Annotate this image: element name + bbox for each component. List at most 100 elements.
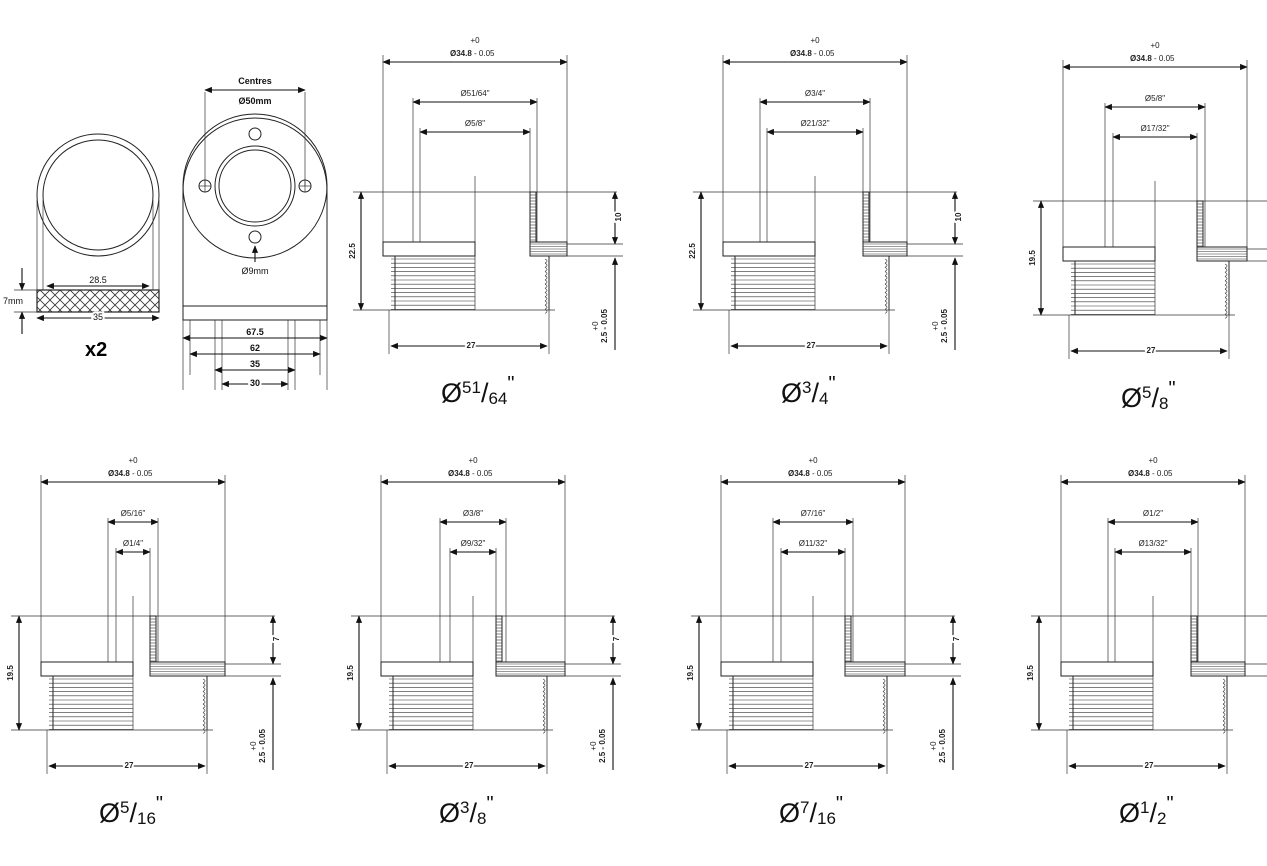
- washer-drawing: 28.5 35 7mm x2: [3, 133, 160, 361]
- size-caption: Ø5/16": [99, 793, 163, 828]
- bore-outer-dimension: Ø51/64": [460, 89, 489, 98]
- thread-tolerance: 2.5 - 0.05: [258, 729, 267, 763]
- od-dimension: Ø34.8 - 0.05: [790, 49, 835, 58]
- collar-right-section: [495, 615, 566, 677]
- bore-inner-dimension: Ø21/32": [800, 119, 829, 128]
- washer-outer-ring: [36, 133, 160, 257]
- thread-length-dimension: 27: [1145, 761, 1154, 770]
- thread-tolerance-top: +0: [589, 741, 598, 751]
- thread-section: [729, 676, 888, 734]
- height-dimension: 19.5: [686, 665, 695, 681]
- bracket-drawing: Centres Ø50mm Ø9mm 67.5 62 35 30: [182, 76, 328, 390]
- bore-outer-dimension: Ø1/2": [1143, 509, 1163, 518]
- collar-dimension: 7: [272, 636, 281, 641]
- bore-inner-dimension: Ø5/8": [465, 119, 485, 128]
- od-tolerance-top: +0: [810, 36, 820, 45]
- od-tolerance-top: +0: [808, 456, 818, 465]
- thread-section: [49, 676, 208, 734]
- collar-right-section: [844, 615, 906, 677]
- thread-length-dimension: 27: [807, 341, 816, 350]
- bore-outer-dimension: Ø5/8": [1145, 94, 1165, 103]
- bracket-dim-35: 35: [250, 359, 260, 369]
- height-dimension: 19.5: [1028, 250, 1037, 266]
- height-dimension: 19.5: [6, 665, 15, 681]
- bore-inner-dimension: Ø1/4": [123, 539, 143, 548]
- collar-dimension: 10: [954, 212, 963, 221]
- thread-length-dimension: 27: [125, 761, 134, 770]
- washer-inner-dim: 28.5: [89, 275, 107, 285]
- collar-left: [382, 241, 476, 257]
- washer-outer-dim: 35: [93, 312, 103, 322]
- thread-length-dimension: 27: [467, 341, 476, 350]
- collar-dimension: 10: [614, 212, 623, 221]
- size-caption: Ø3/8": [439, 793, 494, 828]
- od-dimension: Ø34.8 - 0.05: [788, 469, 833, 478]
- size-caption: Ø5/8": [1121, 378, 1176, 413]
- od-dimension: Ø34.8 - 0.05: [448, 469, 493, 478]
- collar-left: [722, 241, 816, 257]
- collar-right-section: [529, 191, 568, 257]
- collar-left: [1060, 661, 1154, 677]
- collar-dimension: 7: [612, 636, 621, 641]
- bracket-dim-30: 30: [250, 378, 260, 388]
- od-dimension: Ø34.8 - 0.05: [450, 49, 495, 58]
- bore-outer-dimension: Ø3/8": [463, 509, 483, 518]
- collar-left: [380, 661, 474, 677]
- thread-section: [1069, 676, 1228, 734]
- thread-length-dimension: 27: [805, 761, 814, 770]
- height-dimension: 19.5: [1026, 665, 1035, 681]
- bore-outer-dimension: Ø3/4": [805, 89, 825, 98]
- bracket-dim-62: 62: [250, 343, 260, 353]
- height-dimension: 22.5: [688, 243, 697, 259]
- bracket-centres-label: Centres: [238, 76, 272, 86]
- od-dimension: Ø34.8 - 0.05: [108, 469, 153, 478]
- od-tolerance-top: +0: [468, 456, 478, 465]
- washer-section: [36, 289, 160, 313]
- size-caption: Ø1/2": [1119, 793, 1174, 828]
- bracket-hole-dim: Ø9mm: [242, 266, 269, 276]
- thread-section: [389, 676, 548, 734]
- size-caption: Ø7/16": [779, 793, 843, 828]
- od-tolerance-top: +0: [128, 456, 138, 465]
- collar-right-section: [1190, 615, 1246, 677]
- bore-outer-dimension: Ø7/16": [801, 509, 826, 518]
- collar-right-section: [1196, 200, 1248, 262]
- height-dimension: 22.5: [348, 243, 357, 259]
- bracket-base: [182, 305, 328, 321]
- od-dimension: Ø34.8 - 0.05: [1130, 54, 1175, 63]
- thread-tolerance-top: +0: [929, 741, 938, 751]
- thread-tolerance-top: +0: [249, 741, 258, 751]
- thread-length-dimension: 27: [465, 761, 474, 770]
- washer-thickness-dim: 7mm: [3, 296, 23, 306]
- thread-tolerance-top: +0: [931, 321, 940, 331]
- od-tolerance-top: +0: [1150, 41, 1160, 50]
- bore-inner-dimension: Ø13/32": [1138, 539, 1167, 548]
- bore-outer-dimension: Ø5/16": [121, 509, 146, 518]
- thread-tolerance: 2.5 - 0.05: [598, 729, 607, 763]
- thread-tolerance: 2.5 - 0.05: [600, 309, 609, 343]
- collar-left: [40, 661, 134, 677]
- thread-section: [731, 256, 890, 314]
- thread-tolerance: 2.5 - 0.05: [938, 729, 947, 763]
- size-caption: Ø3/4": [781, 373, 836, 408]
- collar-right-section: [149, 615, 226, 677]
- thread-section: [1071, 261, 1230, 319]
- collar-dimension: 7: [952, 636, 961, 641]
- size-caption: Ø51/64": [441, 373, 514, 408]
- thread-section: [391, 256, 550, 314]
- bracket-dim-67-5: 67.5: [246, 327, 264, 337]
- od-dimension: Ø34.8 - 0.05: [1128, 469, 1173, 478]
- thread-length-dimension: 27: [1147, 346, 1156, 355]
- thread-tolerance-top: +0: [591, 321, 600, 331]
- washer-inner-ring: [42, 139, 154, 251]
- collar-right-section: [862, 191, 908, 257]
